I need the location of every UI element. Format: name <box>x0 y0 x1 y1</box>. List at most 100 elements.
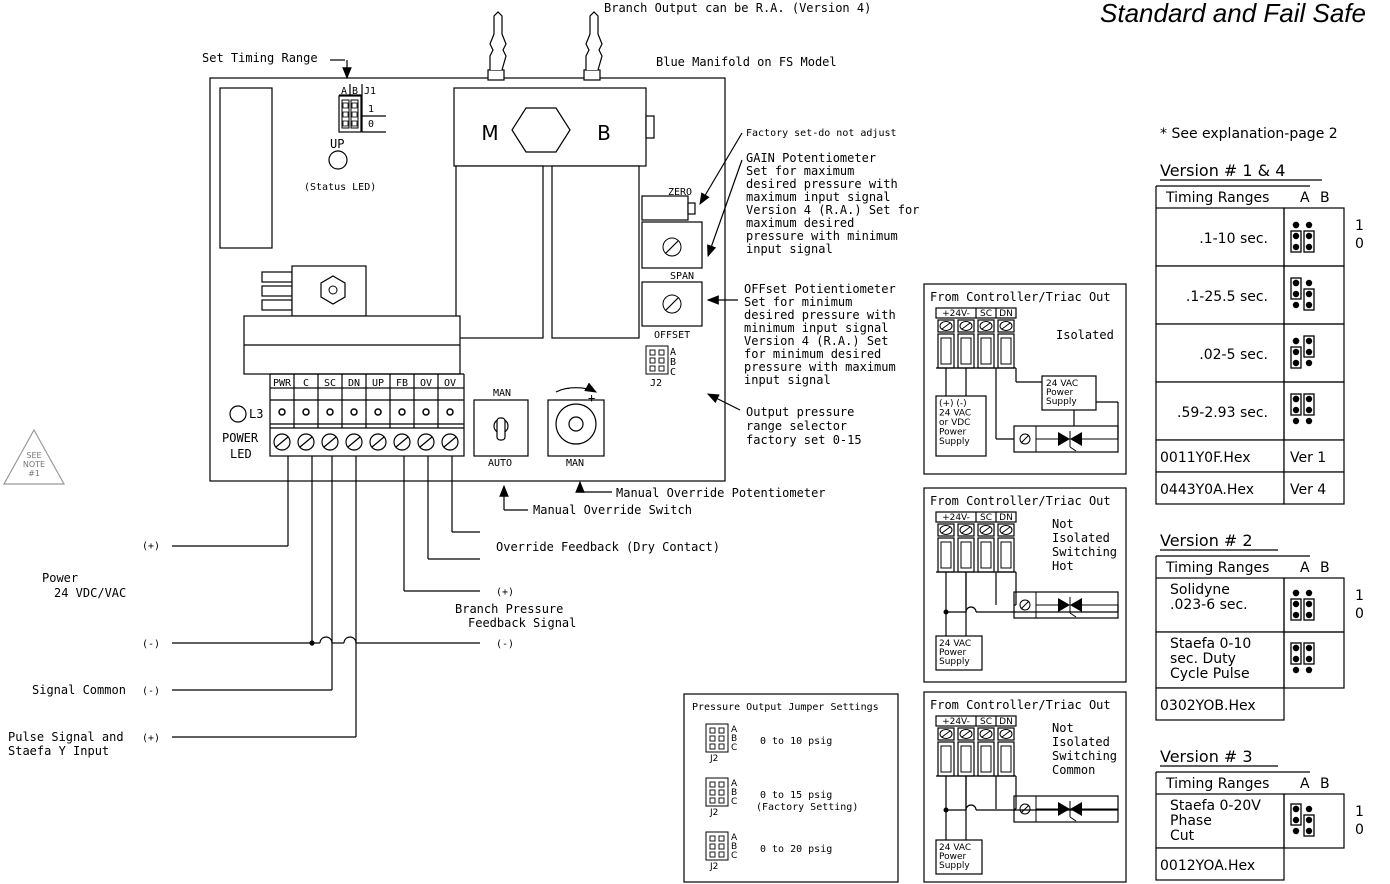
terminal-label: PWR <box>273 378 292 389</box>
supply-text: 24 VAC <box>1046 379 1078 389</box>
panel-supply-left <box>935 839 983 875</box>
col-a: A <box>1300 190 1310 206</box>
panel-screw <box>997 523 1015 537</box>
pulse-sign: (+) <box>142 733 160 744</box>
svg-text:Set for minimum: Set for minimum <box>744 295 852 309</box>
manifold-hex <box>511 107 571 153</box>
svg-text:input signal: input signal <box>744 373 831 387</box>
switch-man-label: MAN <box>493 388 511 399</box>
panel-screw <box>937 523 955 537</box>
row-one: 1 <box>1355 804 1364 820</box>
terminal-screw[interactable] <box>441 433 459 451</box>
hex-file-cell <box>1155 687 1285 721</box>
j1-jumper[interactable] <box>338 95 362 133</box>
supply-text: (+) (-) <box>939 399 967 409</box>
switch-auto-label: AUTO <box>488 458 512 469</box>
timing-range-text: .1-10 sec. <box>1199 231 1268 247</box>
terminal-screw[interactable] <box>321 433 339 451</box>
see-note-icon: SEE NOTE #1 <box>2 428 66 485</box>
terminal-pin <box>398 408 406 416</box>
panel-mode-label: Switching <box>1052 749 1117 763</box>
panel-mode-label: Not <box>1052 721 1074 735</box>
signal-common-sign: (-) <box>142 686 160 697</box>
svg-text:pressure with maximum: pressure with maximum <box>744 360 896 374</box>
manual-override-potentiometer[interactable] <box>547 382 605 457</box>
panel-screw <box>937 727 955 741</box>
terminal-pin <box>302 408 310 416</box>
j1-label: J1 <box>364 86 376 97</box>
supply-text: Power <box>939 648 967 658</box>
panel-screw <box>957 727 975 741</box>
terminal-pin <box>446 408 454 416</box>
terminal-pin <box>278 408 286 416</box>
gain-potentiometer[interactable] <box>641 221 703 269</box>
svg-text:#1: #1 <box>28 469 40 478</box>
panel-mode-label: Isolated <box>1052 531 1110 545</box>
branch-minus: (-) <box>496 639 514 650</box>
terminal-pin <box>422 408 430 416</box>
pot-minus: - <box>564 381 571 395</box>
pj-j2: J2 <box>709 862 718 872</box>
up-label: UP <box>330 137 344 151</box>
col-a: A <box>1300 776 1310 792</box>
row-zero: 0 <box>1355 236 1364 252</box>
version-heading: Version # 1 & 4 <box>1160 161 1285 180</box>
timing-range-text: Cycle Pulse <box>1170 666 1250 682</box>
j2-jumper[interactable] <box>645 345 669 375</box>
hex-file-name: 0012YOA.Hex <box>1160 858 1255 874</box>
j1-row-one: 1 <box>368 104 374 115</box>
panel-screw <box>957 523 975 537</box>
branch-output-note: Branch Output can be R.A. (Version 4) <box>604 1 871 15</box>
col-b: B <box>1320 190 1330 206</box>
panel-screw <box>997 319 1015 333</box>
hex-file-name: 0302YOB.Hex <box>1160 698 1256 714</box>
pj-range: 0 to 20 psig <box>760 844 832 855</box>
timing-range-cell <box>1155 323 1285 383</box>
svg-text:SEE: SEE <box>26 451 41 460</box>
timing-ranges-header: Timing Ranges <box>1165 190 1269 206</box>
pj-a: A <box>731 725 738 735</box>
terminal-screw[interactable] <box>393 433 411 451</box>
timing-range-text: Staefa 0-20V <box>1170 798 1261 814</box>
set-timing-range-label: Set Timing Range <box>202 51 318 65</box>
terminal-screw[interactable] <box>369 433 387 451</box>
svg-text:range selector: range selector <box>746 419 847 433</box>
terminal-screw[interactable] <box>273 433 291 451</box>
board-component <box>219 87 273 249</box>
terminal-screw[interactable] <box>345 433 363 451</box>
manual-override-switch[interactable] <box>473 399 529 457</box>
manual-pot-callout: Manual Override Potentiometer <box>616 486 826 500</box>
manifold-b-label: B <box>597 121 611 145</box>
triac-symbol <box>1013 425 1119 453</box>
panel-screw <box>977 319 995 333</box>
voltage-regulator <box>261 265 367 317</box>
power-minus: (-) <box>142 639 160 650</box>
timing-range-text: .59-2.93 sec. <box>1177 405 1268 421</box>
l3-label: L3 <box>249 407 263 421</box>
terminal-screw[interactable] <box>297 433 315 451</box>
pj-b: B <box>731 788 737 798</box>
terminal-screw[interactable] <box>417 433 435 451</box>
hex-file-name: 0443Y0A.Hex <box>1160 482 1254 498</box>
supply-text: Power <box>1046 388 1074 398</box>
j1-col-a: A <box>341 86 347 97</box>
hex-version: Ver 4 <box>1290 482 1326 498</box>
power-led-label-1: POWER <box>222 431 259 445</box>
timing-ranges-header: Timing Ranges <box>1165 560 1269 576</box>
panel-mode-label: Hot <box>1052 559 1074 573</box>
panel-supply-right <box>1041 375 1097 411</box>
supply-text: 24 VAC <box>939 639 971 649</box>
supply-text: Power <box>939 852 967 862</box>
timing-range-text: .1-25.5 sec. <box>1186 289 1268 305</box>
supply-text: Supply <box>939 657 970 667</box>
timing-ranges-header: Timing Ranges <box>1165 776 1269 792</box>
j1-row-zero: 0 <box>368 119 374 130</box>
terminal-label: DN <box>348 378 360 389</box>
terminal-label: UP <box>372 378 384 389</box>
pulse-label-1: Pulse Signal and <box>8 730 124 744</box>
supply-text: Supply <box>1046 397 1077 407</box>
svg-text:minimum input signal: minimum input signal <box>744 321 889 335</box>
